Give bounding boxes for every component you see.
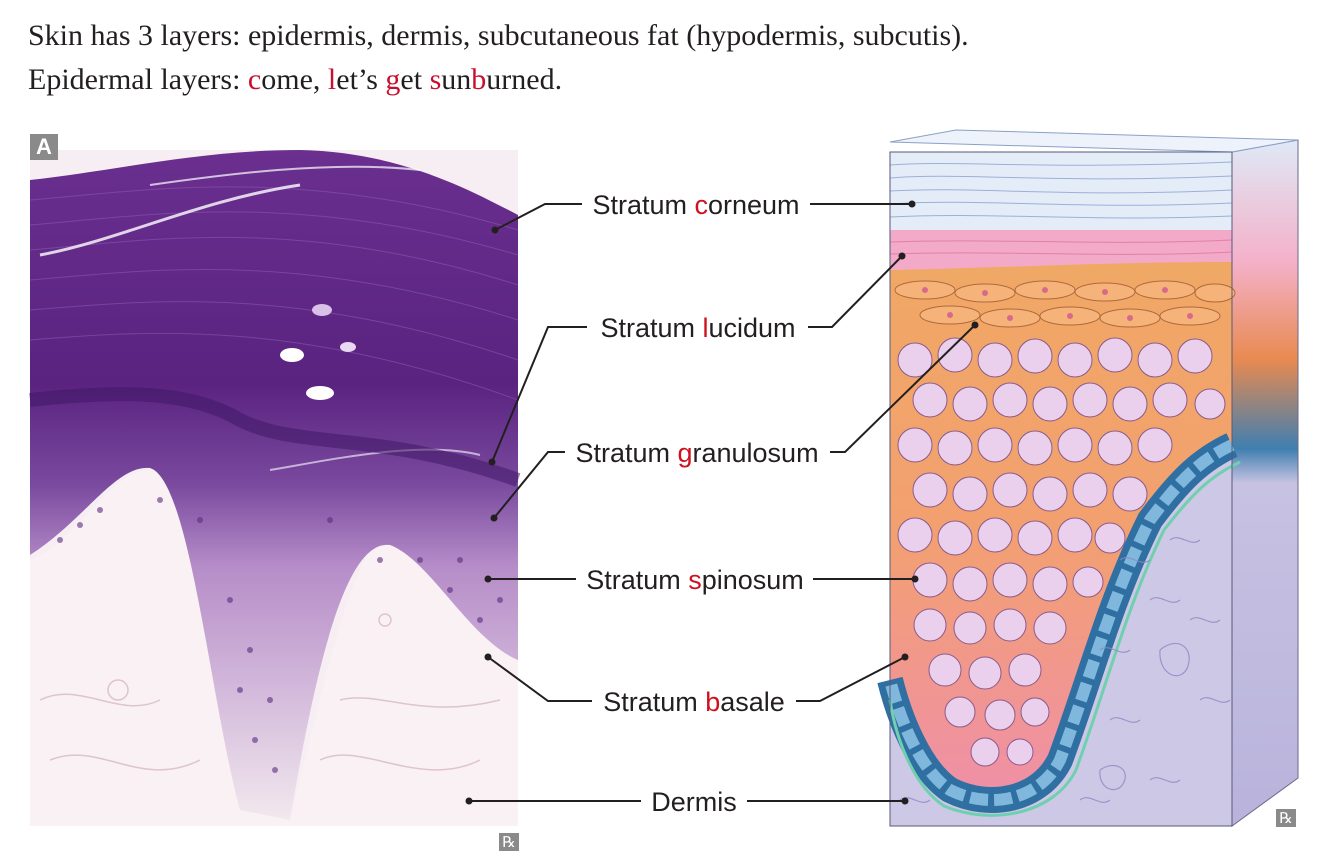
leader-basale-right bbox=[796, 656, 906, 702]
mnemonic-word-rest: urned. bbox=[486, 63, 563, 96]
leader-endpoints bbox=[465, 200, 979, 805]
intro-text: Skin has 3 layers: epidermis, dermis, su… bbox=[28, 14, 969, 102]
label-stratum-corneum: Stratum corneum bbox=[592, 190, 799, 220]
mnemonic-letter-b: b bbox=[471, 63, 487, 96]
leader-lines bbox=[469, 203, 976, 802]
label-stratum-basale: Stratum basale bbox=[603, 687, 785, 717]
intro-line-2-prefix: Epidermal layers: bbox=[28, 63, 248, 96]
histology-micrograph bbox=[29, 150, 521, 826]
mnemonic-word-rest: ome, bbox=[261, 63, 328, 96]
label-dermis: Dermis bbox=[651, 787, 737, 817]
skin-block-illustration bbox=[877, 129, 1299, 827]
rx-mark-left: ℞ bbox=[499, 833, 519, 851]
rx-mark-right: ℞ bbox=[1276, 809, 1296, 827]
leader-lucidum bbox=[491, 326, 587, 463]
leader-granulosum-right bbox=[830, 324, 976, 453]
mnemonic-letter-s: s bbox=[429, 63, 442, 96]
label-stratum-lucidum: Stratum lucidum bbox=[600, 313, 795, 343]
leader-corneum bbox=[494, 203, 582, 231]
leader-granulosum bbox=[493, 451, 565, 519]
panel-tag-a: A bbox=[30, 134, 58, 160]
mnemonic-word-rest: et bbox=[400, 63, 430, 96]
intro-line-1: Skin has 3 layers: epidermis, dermis, su… bbox=[28, 19, 969, 52]
label-stratum-granulosum: Stratum granulosum bbox=[575, 438, 818, 468]
intro-line-2: Epidermal layers: come, let’s get sunbur… bbox=[28, 58, 969, 102]
mnemonic-letter-l: l bbox=[327, 63, 337, 96]
mnemonic-word-rest: un bbox=[441, 63, 472, 96]
leader-basale bbox=[487, 656, 592, 702]
svg-text:℞: ℞ bbox=[502, 835, 515, 851]
mnemonic-word-rest: et’s bbox=[336, 63, 386, 96]
label-stratum-spinosum: Stratum spinosum bbox=[586, 565, 804, 595]
leader-lucidum-right bbox=[808, 255, 903, 328]
mnemonic-letter-g: g bbox=[385, 63, 401, 96]
mnemonic-letter-c: c bbox=[247, 63, 262, 96]
svg-text:℞: ℞ bbox=[1279, 811, 1292, 827]
